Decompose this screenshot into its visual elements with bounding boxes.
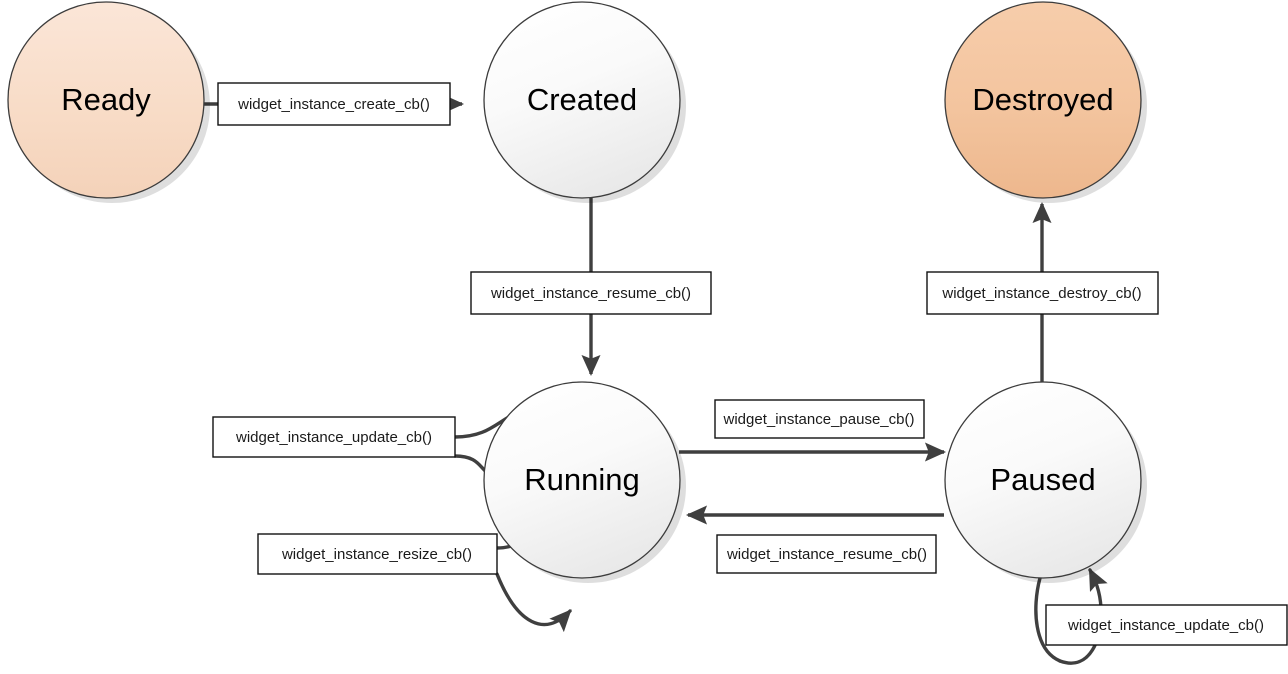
- edge-label-paused-self-update[interactable]: widget_instance_update_cb(): [1045, 604, 1288, 646]
- created-node-label: Created: [527, 82, 637, 117]
- created-node-circle[interactable]: [483, 1, 681, 199]
- edge-label-created-to-running[interactable]: widget_instance_resume_cb(): [470, 271, 712, 315]
- edge-curve-paused-update-outgoing: [1034, 576, 1062, 663]
- edge-label-ready-to-created[interactable]: widget_instance_create_cb(): [217, 82, 451, 126]
- edge-label-running-self-resize[interactable]: widget_instance_resize_cb(): [257, 533, 498, 575]
- edge-label-text-created-resume-cb: widget_instance_resume_cb(): [490, 285, 691, 302]
- edge-label-text-pause-cb: widget_instance_pause_cb(): [723, 411, 915, 428]
- edge-label-box-create-cb[interactable]: [217, 82, 451, 126]
- edge-label-box-destroy-cb[interactable]: [926, 271, 1159, 315]
- paused-node-circle[interactable]: [944, 381, 1142, 579]
- state-node-created[interactable]: Created: [483, 1, 686, 203]
- edge-label-box-created-resume-cb[interactable]: [470, 271, 712, 315]
- state-node-destroyed[interactable]: Destroyed: [944, 1, 1147, 203]
- edge-label-running-to-paused[interactable]: widget_instance_pause_cb(): [714, 399, 925, 439]
- destroyed-node-label: Destroyed: [972, 82, 1113, 117]
- edge-label-box-resize-cb[interactable]: [257, 533, 498, 575]
- running-node-circle[interactable]: [483, 381, 681, 579]
- ready-node-circle[interactable]: [7, 1, 205, 199]
- edge-label-paused-to-running[interactable]: widget_instance_resume_cb(): [716, 534, 937, 574]
- edge-label-box-pause-cb[interactable]: [714, 399, 925, 439]
- edge-label-paused-to-destroyed[interactable]: widget_instance_destroy_cb(): [926, 271, 1159, 315]
- edge-label-text-running-update-cb: widget_instance_update_cb(): [235, 429, 432, 446]
- edge-label-box-paused-resume-cb[interactable]: [716, 534, 937, 574]
- running-node-label: Running: [524, 462, 639, 497]
- edge-label-text-destroy-cb: widget_instance_destroy_cb(): [941, 285, 1141, 302]
- destroyed-node-circle[interactable]: [944, 1, 1142, 199]
- state-node-running[interactable]: Running: [483, 381, 686, 583]
- edge-label-text-paused-resume-cb: widget_instance_resume_cb(): [726, 546, 927, 563]
- state-node-paused[interactable]: Paused: [944, 381, 1147, 583]
- edge-label-running-self-update[interactable]: widget_instance_update_cb(): [212, 416, 456, 458]
- edge-label-text-resize-cb: widget_instance_resize_cb(): [281, 546, 472, 563]
- edge-label-text-paused-update-cb: widget_instance_update_cb(): [1067, 617, 1264, 634]
- edge-curve-running-resize-incoming: [495, 572, 572, 633]
- edge-label-text-create-cb: widget_instance_create_cb(): [237, 96, 430, 113]
- ready-node-label: Ready: [61, 82, 151, 117]
- edge-label-box-paused-update-cb[interactable]: [1045, 604, 1288, 646]
- paused-node-label: Paused: [990, 462, 1095, 497]
- state-node-ready[interactable]: Ready: [7, 1, 210, 203]
- edge-label-box-running-update-cb[interactable]: [212, 416, 456, 458]
